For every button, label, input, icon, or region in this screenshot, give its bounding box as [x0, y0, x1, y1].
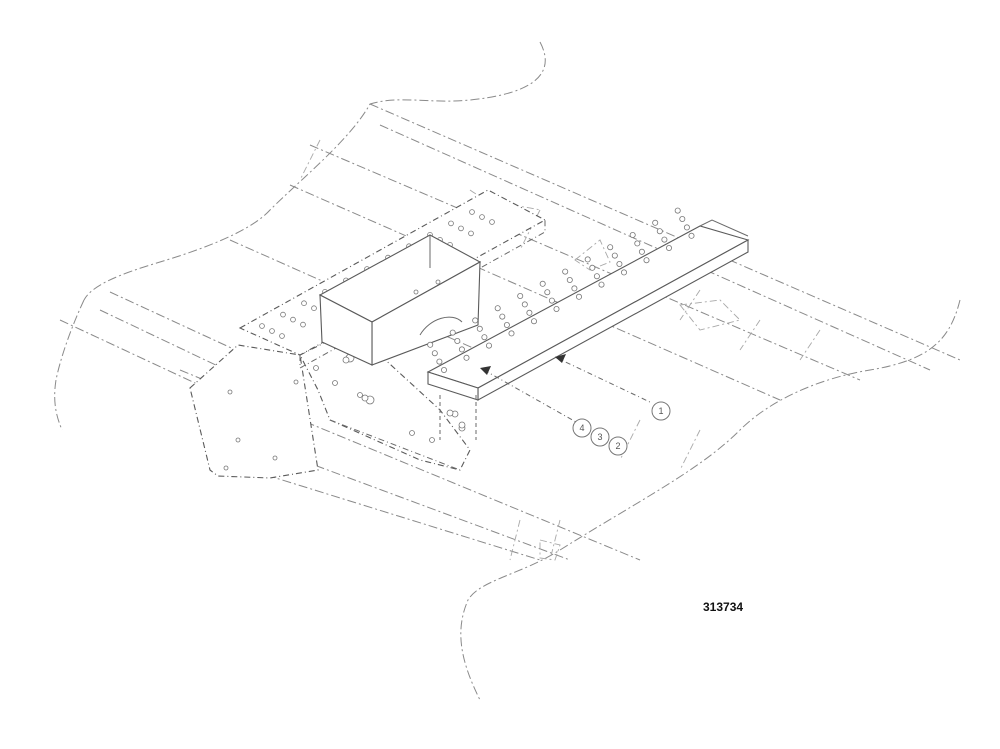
- perforation-hole: [571, 285, 578, 292]
- perforation-hole: [638, 248, 645, 255]
- perforation-hole: [280, 311, 286, 318]
- perforation-hole: [479, 214, 485, 220]
- perforation-hole: [611, 252, 618, 259]
- perforation-hole: [494, 305, 501, 312]
- perforation-hole: [503, 321, 510, 328]
- perforation-hole: [652, 219, 659, 226]
- perforation-hole: [449, 329, 456, 336]
- perforation-hole: [469, 209, 475, 215]
- perforation-hole: [661, 236, 668, 243]
- perforation-hole: [598, 281, 605, 288]
- perforation-hole: [269, 328, 275, 334]
- perforation-hole: [440, 366, 447, 373]
- perforation-hole: [629, 231, 636, 238]
- main-step-plate: [426, 219, 750, 401]
- arrow-callout-4: [480, 366, 491, 375]
- leader-lines: [480, 354, 653, 423]
- perforation-hole: [458, 346, 465, 353]
- arrow-callout-1: [555, 354, 566, 363]
- leader-callout-1: [554, 356, 653, 404]
- perforation-hole: [593, 273, 600, 280]
- perforation-hole: [463, 354, 470, 361]
- callout-balloon-2: 2: [608, 436, 628, 456]
- perforation-hole: [666, 244, 673, 251]
- perforation-hole: [566, 276, 573, 283]
- perforation-hole: [468, 230, 474, 237]
- perforation-hole: [634, 240, 641, 247]
- perforation-hole: [656, 228, 663, 235]
- perforation-hole: [517, 292, 524, 299]
- perforation-hole: [458, 225, 464, 232]
- perforation-hole: [544, 289, 551, 296]
- perforation-hole: [688, 232, 695, 239]
- perforation-hole: [539, 280, 546, 287]
- perforation-hole: [683, 224, 690, 231]
- step-box-channel: [318, 234, 482, 366]
- hardware-bolts: [342, 356, 477, 440]
- perforation-hole: [548, 297, 555, 304]
- callout-balloon-4: 4: [572, 418, 592, 438]
- perforation-hole: [584, 256, 591, 263]
- perforation-hole: [643, 257, 650, 264]
- perforation-hole: [476, 325, 483, 332]
- perforation-hole: [489, 219, 495, 225]
- leader-callout-4: [483, 369, 577, 423]
- callout-label-4: 4: [579, 423, 584, 433]
- callout-label-1: 1: [658, 406, 663, 416]
- perforation-hole: [431, 350, 438, 357]
- perforation-hole: [562, 268, 569, 275]
- perforation-hole: [279, 333, 285, 339]
- perforation-hole: [674, 207, 681, 214]
- callout-label-3: 3: [597, 432, 602, 442]
- perforation-hole: [436, 358, 443, 365]
- perforation-hole: [499, 313, 506, 320]
- main-step-holes: [427, 207, 695, 373]
- perforation-hole: [301, 300, 307, 307]
- perforation-hole: [621, 269, 628, 276]
- left-mounting-bracket: [189, 344, 319, 479]
- perforation-hole: [526, 309, 533, 316]
- callout-balloon-1: 1: [651, 401, 671, 421]
- perforation-hole: [508, 330, 515, 337]
- perforation-hole: [607, 244, 614, 251]
- perforation-hole: [472, 317, 479, 324]
- perforation-hole: [259, 323, 265, 329]
- perforation-hole: [521, 301, 528, 308]
- perforation-hole: [481, 334, 488, 341]
- perforation-hole: [427, 341, 434, 348]
- perforation-hole: [553, 305, 560, 312]
- perforation-hole: [485, 342, 492, 349]
- perforation-hole: [311, 305, 317, 312]
- perforation-hole: [448, 220, 454, 227]
- perforation-hole: [531, 318, 538, 325]
- perforation-hole: [616, 260, 623, 267]
- perforation-hole: [290, 316, 296, 323]
- callout-label-2: 2: [615, 441, 620, 451]
- perforation-hole: [300, 321, 306, 328]
- perforation-hole: [589, 264, 596, 271]
- perforation-hole: [454, 337, 461, 344]
- perforation-hole: [679, 215, 686, 222]
- drawing-number: 313734: [703, 600, 743, 614]
- callout-balloon-3: 3: [590, 427, 610, 447]
- perforation-hole: [576, 293, 583, 300]
